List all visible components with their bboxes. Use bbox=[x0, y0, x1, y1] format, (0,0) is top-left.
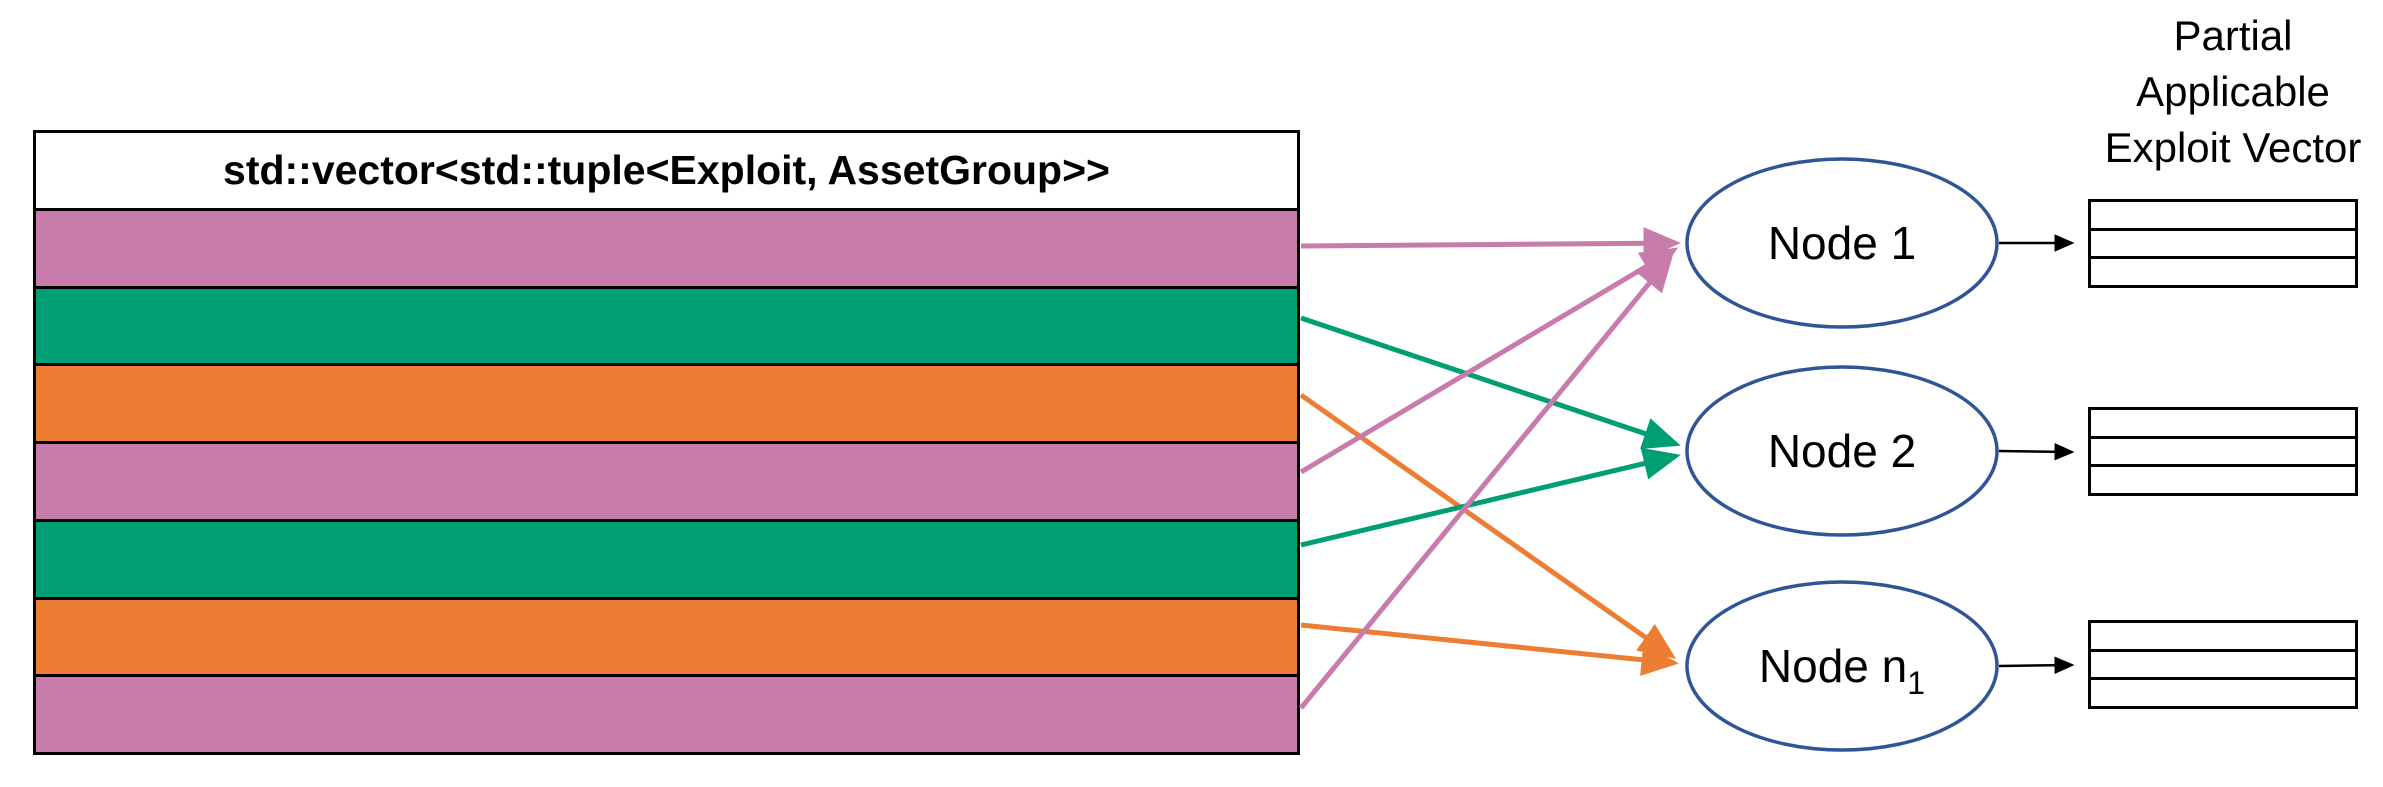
arrow-row1-to-node1 bbox=[1300, 227, 1681, 260]
vector-row-6 bbox=[36, 596, 1297, 675]
vector-row-7 bbox=[36, 674, 1297, 752]
node-n1-label: Node n1 bbox=[1759, 640, 1925, 701]
table-row bbox=[2091, 677, 2355, 707]
arrow-row4-to-node1 bbox=[1299, 247, 1679, 475]
table-row bbox=[2091, 256, 2355, 286]
vector-row-2 bbox=[36, 285, 1297, 364]
arrow-row6-to-node-n1 bbox=[1300, 622, 1679, 676]
table-row bbox=[2091, 648, 2355, 678]
vector-box-header: std::vector<std::tuple<Exploit, AssetGro… bbox=[36, 133, 1297, 208]
exploit-tuple-vector-box: std::vector<std::tuple<Exploit, AssetGro… bbox=[33, 130, 1300, 755]
node-n1-ellipse bbox=[1685, 580, 1999, 752]
arrow-row7-to-node1 bbox=[1299, 254, 1674, 710]
arrow-row3-to-node-n1 bbox=[1299, 392, 1677, 659]
node-1-ellipse bbox=[1685, 157, 1999, 329]
node-2-label: Node 2 bbox=[1768, 425, 1916, 477]
node-n1-label-subscript: 1 bbox=[1907, 665, 1925, 701]
node-1-label: Node 1 bbox=[1768, 217, 1916, 269]
table-row bbox=[2091, 227, 2355, 257]
partial-applicable-exploit-vector-label: Partial Applicable Exploit Vector bbox=[2104, 12, 2362, 171]
arrow-row2-to-node2 bbox=[1300, 315, 1681, 450]
table-row bbox=[2091, 410, 2355, 436]
vector-row-5 bbox=[36, 518, 1297, 597]
table-row bbox=[2091, 202, 2355, 228]
table-row bbox=[2091, 435, 2355, 465]
table-row bbox=[2091, 623, 2355, 649]
connector-node-n1-to-table3 bbox=[1998, 656, 2075, 674]
arrow-row5-to-node2 bbox=[1300, 447, 1681, 548]
connector-node2-to-table2 bbox=[1998, 443, 2075, 461]
vector-row-3 bbox=[36, 363, 1297, 441]
node-2-ellipse bbox=[1685, 365, 1999, 537]
table-row bbox=[2091, 464, 2355, 494]
vector-row-4 bbox=[36, 441, 1297, 519]
partial-exploit-vector-table-3 bbox=[2088, 620, 2358, 709]
partial-exploit-vector-table-1 bbox=[2088, 199, 2358, 288]
vector-row-1 bbox=[36, 207, 1297, 286]
partial-exploit-vector-table-2 bbox=[2088, 407, 2358, 496]
node-n1-label-main: Node n bbox=[1759, 640, 1907, 692]
